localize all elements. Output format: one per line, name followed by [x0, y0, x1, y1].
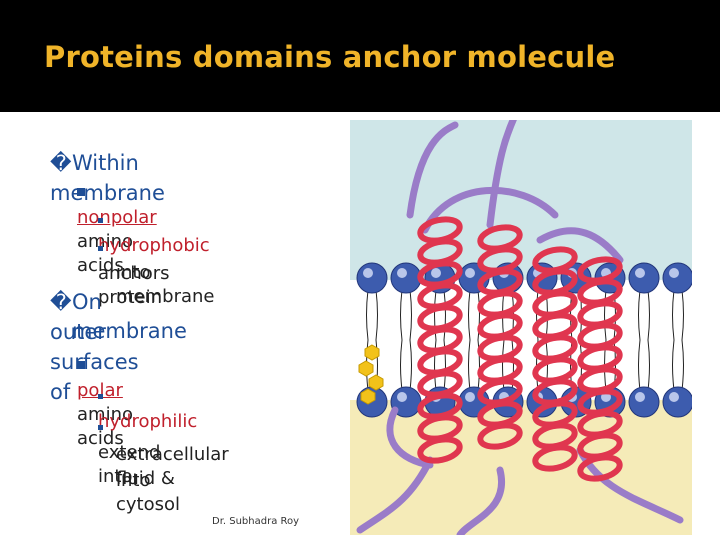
detail-anchors-protein: anchors protein — [98, 238, 170, 310]
detail-text: into membrane — [116, 262, 215, 307]
lipid-head-highlight — [635, 392, 645, 402]
square-bullet-icon — [77, 361, 85, 369]
lipid-tail — [434, 289, 446, 341]
title-bar: Proteins domains anchor molecule — [0, 0, 720, 112]
lipid-tail — [400, 339, 412, 391]
lipid-tail — [468, 339, 480, 391]
lipid-head-highlight — [601, 392, 611, 402]
cytosol-region — [350, 400, 692, 535]
detail-text: hydrophilic — [98, 411, 198, 432]
detail-text: into cytosol — [116, 470, 181, 515]
square-bullet-icon — [98, 217, 103, 223]
nonpolar-link[interactable]: nonpolar — [77, 207, 157, 228]
top-loop — [421, 186, 559, 234]
bullet-marker: � — [50, 151, 72, 175]
square-bullet-icon — [98, 245, 103, 251]
lipid-head-highlight — [465, 268, 475, 278]
bullet-outer-surfaces: �On outer surfaces of — [50, 287, 139, 407]
detail-cytosol: into cytosol — [116, 469, 180, 517]
bullet-text: Within membrane — [50, 151, 165, 205]
bullet-marker: � — [50, 290, 72, 314]
lipid-head-highlight — [669, 392, 679, 402]
sub-bullet-nonpolar: nonpolar amino acids — [77, 182, 157, 278]
lipid-head-highlight — [397, 268, 407, 278]
detail-text: anchors protein — [98, 263, 170, 308]
lipid-tail — [672, 289, 684, 341]
lipid-head-highlight — [669, 268, 679, 278]
detail-text: extracellular fluid & — [116, 444, 229, 489]
detail-text: extend into — [98, 442, 161, 487]
lipid-head-highlight — [465, 392, 475, 402]
bottom-loop — [386, 406, 434, 469]
lipid-head — [628, 386, 660, 418]
bullet-within-membrane: �Within membrane — [50, 148, 165, 208]
helix-turn — [532, 444, 578, 472]
sub-bullet-text: amino acids — [77, 231, 133, 276]
glycolipid-chain — [358, 344, 384, 405]
top-loop — [406, 121, 459, 219]
lipid-head — [662, 386, 692, 418]
square-bullet-icon — [98, 393, 103, 399]
lipid-tail — [638, 289, 650, 341]
lipid-head-highlight — [431, 268, 441, 278]
detail-extend-into: extend into — [98, 417, 160, 489]
transmembrane-helices — [417, 216, 623, 482]
lipid-head — [628, 262, 660, 294]
detail-hydrophilic: hydrophilic — [98, 386, 197, 434]
bullet-outer-surfaces-cont: membrane — [72, 316, 187, 346]
lipid-head-highlight — [635, 268, 645, 278]
sugar-unit — [364, 344, 380, 361]
helix-turn — [577, 454, 623, 482]
lipid-head — [662, 262, 692, 294]
lipid-tail — [434, 339, 446, 391]
lipid-head-highlight — [397, 392, 407, 402]
lipid-head-highlight — [363, 268, 373, 278]
lipid-tail — [468, 289, 480, 341]
sugar-unit — [368, 374, 384, 391]
detail-text: hydrophobic — [98, 235, 210, 256]
top-loop — [536, 227, 624, 264]
bottom-loop — [356, 456, 434, 534]
helix-turn — [417, 436, 463, 464]
sugar-unit — [358, 360, 374, 377]
lipid-tail — [638, 339, 650, 391]
lipid-tail — [400, 289, 412, 341]
lipid-tail — [672, 339, 684, 391]
slide-title: Proteins domains anchor molecule — [44, 40, 616, 74]
bullet-text: membrane — [72, 319, 187, 343]
bullet-text: On outer surfaces of — [50, 290, 139, 404]
lipid-head — [356, 262, 388, 294]
helix-turn — [477, 422, 523, 450]
top-loop — [486, 120, 517, 229]
membrane-protein-illustration — [350, 120, 692, 535]
polar-link[interactable]: polar — [77, 380, 123, 401]
sugar-unit — [360, 388, 376, 405]
lipid-tail — [366, 289, 378, 341]
detail-into-membrane: into membrane — [116, 261, 214, 309]
slide-footer: Dr. Subhadra Roy — [212, 516, 300, 527]
square-bullet-icon — [77, 188, 85, 196]
lipid-tail — [502, 339, 514, 391]
sub-bullet-text: amino acids — [77, 404, 133, 449]
detail-hydrophobic: hydrophobic — [98, 210, 210, 258]
bottom-loop — [456, 466, 506, 535]
square-bullet-icon — [98, 424, 103, 430]
sub-bullet-polar: polar amino acids — [77, 355, 133, 451]
detail-extracellular: extracellular fluid & — [116, 443, 229, 491]
lipid-head — [390, 262, 422, 294]
